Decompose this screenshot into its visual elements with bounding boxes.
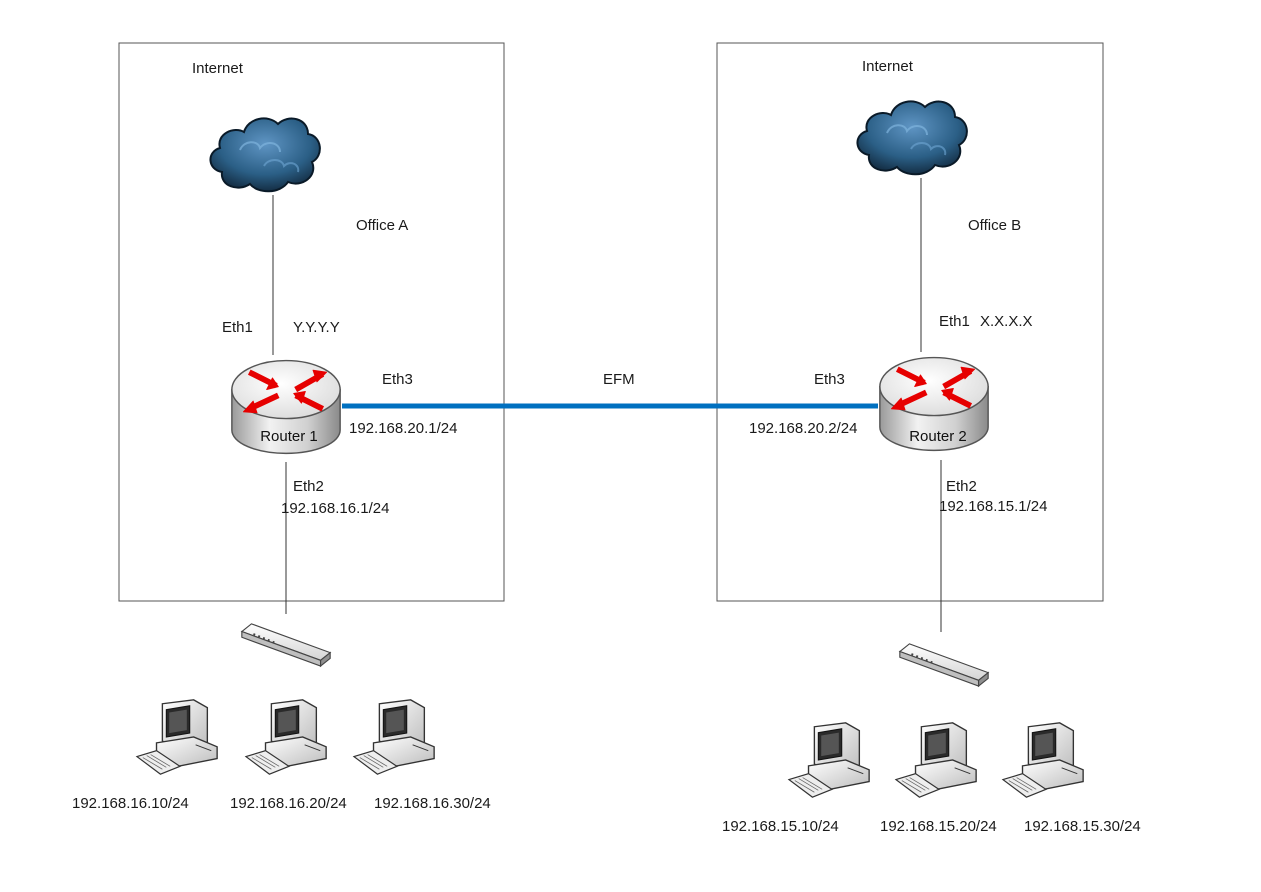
office-a-eth1-ip: Y.Y.Y.Y (293, 319, 340, 336)
switch-icon (240, 622, 332, 667)
switch-icon (898, 642, 990, 687)
office-a-name: Office A (356, 217, 408, 234)
office-b-eth1-ip: X.X.X.X (980, 313, 1033, 330)
office-a-eth2-ip: 192.168.16.1/24 (281, 500, 389, 517)
workstation-icon (788, 722, 870, 798)
office-a-eth3-ip: 192.168.20.1/24 (349, 420, 457, 437)
office-b-name: Office B (968, 217, 1021, 234)
office-b-eth3-ip: 192.168.20.2/24 (749, 420, 857, 437)
workstation-icon (136, 699, 218, 775)
office-a-eth1-label: Eth1 (222, 319, 253, 336)
office-b-host-1-ip: 192.168.15.10/24 (722, 818, 839, 835)
router-2-label: Router 2 (909, 428, 967, 445)
cloud-icon (856, 100, 968, 176)
workstation-icon (895, 722, 977, 798)
office-a-host-2-ip: 192.168.16.20/24 (230, 795, 347, 812)
office-b-eth1-label: Eth1 (939, 313, 970, 330)
office-b-internet-label: Internet (862, 58, 914, 75)
office-a-host-3-ip: 192.168.16.30/24 (374, 795, 491, 812)
workstation-icon (353, 699, 435, 775)
office-b-host-3-ip: 192.168.15.30/24 (1024, 818, 1141, 835)
office-b-eth2-ip: 192.168.15.1/24 (939, 498, 1047, 515)
office-b-boundary (716, 42, 1104, 602)
workstation-icon (245, 699, 327, 775)
office-a-boundary (118, 42, 505, 602)
office-b-eth3-label: Eth3 (814, 371, 845, 388)
office-b-host-2-ip: 192.168.15.20/24 (880, 818, 997, 835)
office-a-internet-label: Internet (192, 60, 244, 77)
office-b-eth2-label: Eth2 (946, 478, 977, 495)
workstation-icon (1002, 722, 1084, 798)
office-a-eth2-label: Eth2 (293, 478, 324, 495)
efm-link-label: EFM (603, 371, 635, 388)
cloud-icon (209, 117, 321, 193)
office-a-eth3-label: Eth3 (382, 371, 413, 388)
router-1-label: Router 1 (260, 428, 318, 445)
office-a-host-1-ip: 192.168.16.10/24 (72, 795, 189, 812)
